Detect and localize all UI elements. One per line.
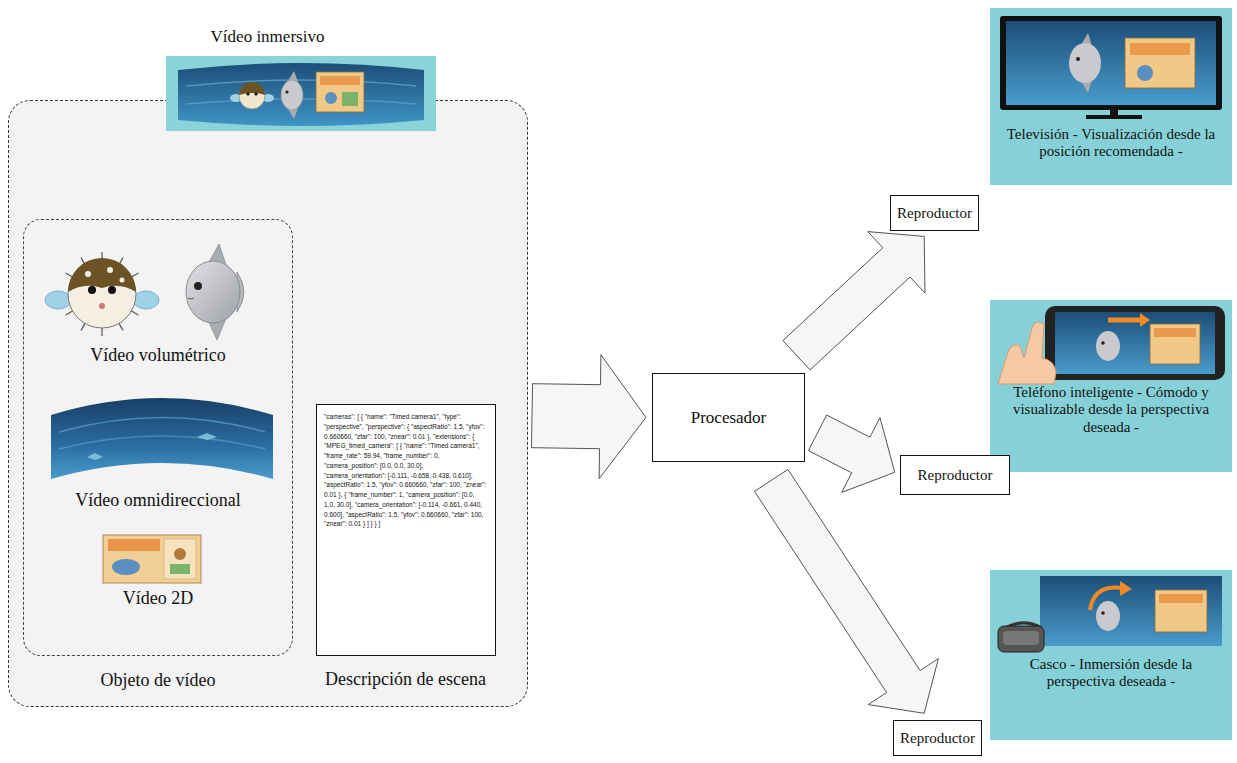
group-label: Objeto de vídeo bbox=[14, 670, 302, 692]
scene-description-box: "cameras": [ { "name": "Timed camera1", … bbox=[316, 404, 496, 656]
player-label: Reproductor bbox=[900, 730, 975, 747]
player-box: Reproductor bbox=[890, 195, 979, 231]
text-slot: Vídeo inmersivo bbox=[9, 27, 526, 47]
block-arrow bbox=[755, 469, 939, 713]
scene-description-code: "cameras": [ { "name": "Timed camera1", … bbox=[324, 412, 487, 529]
smartphone-panel: Teléfono inteligente - Cómodo y visualiz… bbox=[990, 300, 1232, 472]
tv-panel: Televisión - Visualización desde la posi… bbox=[990, 8, 1232, 185]
player-box: Reproductor bbox=[900, 455, 1010, 495]
block-arrow bbox=[783, 232, 925, 370]
text-slot: Casco - Inmersión desde la perspectiva d… bbox=[1000, 656, 1222, 691]
text-slot: Vídeo omnidireccional bbox=[24, 490, 292, 512]
block-arrow bbox=[532, 355, 647, 479]
omnidirectional-video-figure bbox=[47, 387, 277, 482]
player-label: Reproductor bbox=[897, 205, 972, 222]
sunfish-figure bbox=[177, 242, 252, 342]
text-slot: Teléfono inteligente - Cómodo y visualiz… bbox=[1000, 384, 1222, 436]
text-slot: Televisión - Visualización desde la posi… bbox=[1000, 126, 1222, 161]
device-caption: Casco - Inmersión desde la perspectiva d… bbox=[1000, 656, 1222, 691]
video-object-group: Vídeo volumétricoVídeo omnidireccionalVí… bbox=[23, 219, 293, 656]
text-slot: Objeto de vídeo bbox=[14, 670, 302, 692]
process-label: Procesador bbox=[691, 408, 767, 428]
group-heading: Vídeo inmersivo bbox=[9, 27, 526, 47]
immersive-video-group: Vídeo inmersivo bbox=[8, 100, 528, 707]
text-slot: "cameras": [ { "name": "Timed camera1", … bbox=[324, 412, 487, 529]
player-box: Reproductor bbox=[893, 720, 982, 756]
headset-figure bbox=[990, 570, 1232, 654]
box-label: Descripción de escena bbox=[277, 669, 534, 691]
player-label: Reproductor bbox=[918, 467, 993, 484]
video-type-label: Vídeo volumétrico bbox=[24, 345, 292, 367]
pufferfish-figure bbox=[42, 247, 162, 337]
immersive-video-image bbox=[166, 56, 436, 131]
text-slot: Vídeo 2D bbox=[24, 588, 292, 610]
block-arrow bbox=[808, 415, 894, 492]
text-slot: Vídeo volumétrico bbox=[24, 345, 292, 367]
video-type-label: Vídeo omnidireccional bbox=[24, 490, 292, 512]
device-caption: Televisión - Visualización desde la posi… bbox=[1000, 126, 1222, 161]
processor-box: Procesador bbox=[652, 373, 805, 462]
text-slot: Descripción de escena bbox=[277, 669, 534, 691]
device-caption: Teléfono inteligente - Cómodo y visualiz… bbox=[1000, 384, 1222, 436]
headset-panel: Casco - Inmersión desde la perspectiva d… bbox=[990, 570, 1232, 740]
smartphone-figure bbox=[990, 300, 1232, 384]
television-figure bbox=[990, 8, 1232, 126]
video-type-label: Vídeo 2D bbox=[24, 588, 292, 610]
2d-video-figure bbox=[102, 534, 202, 584]
